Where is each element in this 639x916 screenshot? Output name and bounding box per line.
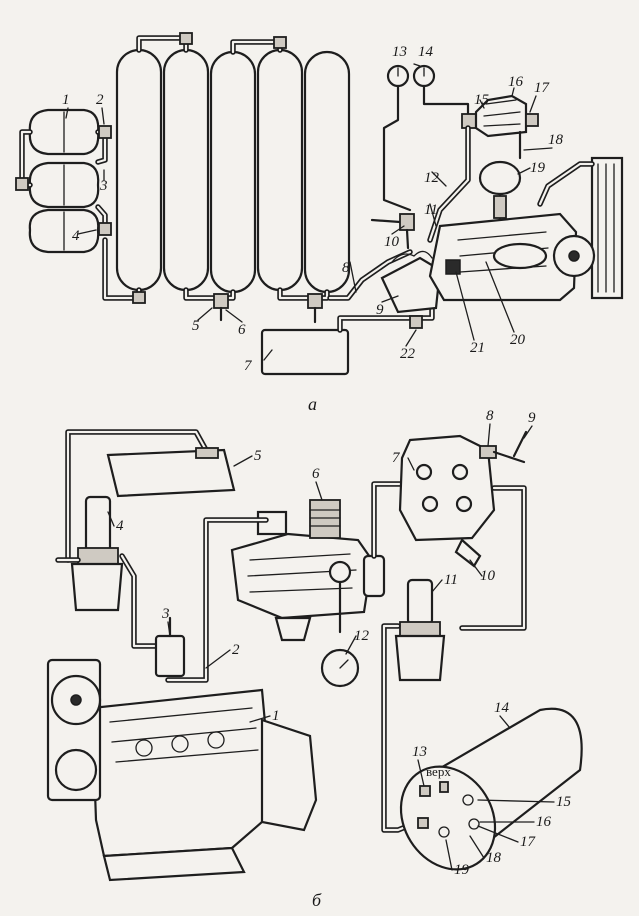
callout-b-15: 15 — [556, 794, 572, 810]
callout-b-1: 1 — [272, 708, 280, 724]
figure-a-lower — [260, 249, 443, 376]
callout-a-9: 9 — [376, 302, 384, 318]
callout-b-14: 14 — [494, 700, 510, 716]
callout-b-7: 7 — [392, 450, 401, 466]
figure-a: 1 2 3 4 5 6 7 8 9 10 11 12 13 14 15 16 1… — [15, 32, 624, 414]
filter-4 — [55, 495, 159, 649]
callout-b-17: 17 — [520, 834, 537, 850]
callout-a-15: 15 — [474, 92, 490, 108]
callout-a-2: 2 — [96, 92, 104, 108]
callout-a-3: 3 — [99, 178, 108, 194]
gauges-a — [382, 64, 470, 212]
callout-b-11: 11 — [444, 572, 458, 588]
leader-lines-b — [107, 423, 555, 871]
caption-b: б — [312, 890, 322, 910]
callout-a-18: 18 — [548, 132, 564, 148]
callout-a-20: 20 — [510, 332, 526, 348]
caption-a: а — [308, 394, 317, 414]
block-7 — [398, 430, 528, 631]
callout-a-22: 22 — [400, 346, 416, 362]
callout-a-17: 17 — [534, 80, 551, 96]
callout-a-4: 4 — [72, 228, 80, 244]
reducer-b — [165, 481, 413, 688]
callout-b-9: 9 — [528, 410, 536, 426]
callout-b-5: 5 — [254, 448, 262, 464]
callout-a-10: 10 — [384, 234, 400, 250]
leader-lines-a — [65, 63, 553, 361]
callout-a-8: 8 — [342, 260, 350, 276]
callout-a-19: 19 — [530, 160, 546, 176]
callout-a-14: 14 — [418, 44, 434, 60]
long-cylinders — [102, 32, 351, 324]
tank-top-label: верх — [426, 764, 451, 779]
callout-b-13: 13 — [412, 744, 427, 760]
callout-b-16: 16 — [536, 814, 552, 830]
engine-b — [46, 658, 318, 882]
callout-a-7: 7 — [244, 358, 253, 374]
callout-a-21: 21 — [470, 340, 485, 356]
tank-14 — [399, 707, 583, 871]
callout-b-6: 6 — [312, 466, 320, 482]
callout-a-1: 1 — [62, 92, 70, 108]
callout-a-12: 12 — [424, 170, 440, 186]
callout-b-19: 19 — [454, 862, 470, 878]
callout-a-13: 13 — [392, 44, 407, 60]
callout-b-18: 18 — [486, 850, 502, 866]
callout-a-6: 6 — [238, 322, 246, 338]
valve-3 — [154, 634, 186, 678]
callout-b-10: 10 — [480, 568, 496, 584]
callout-a-16: 16 — [508, 74, 524, 90]
figure-b: верх 1 2 3 4 5 6 7 8 9 10 11 12 13 14 15… — [46, 408, 583, 910]
callout-b-3: 3 — [161, 606, 170, 622]
callout-b-4: 4 — [116, 518, 124, 534]
callout-b-2: 2 — [232, 642, 240, 658]
small-cylinders — [15, 108, 112, 254]
callout-a-5: 5 — [192, 318, 200, 334]
callout-b-12: 12 — [354, 628, 370, 644]
box-5 — [106, 448, 236, 498]
callout-b-8: 8 — [486, 408, 494, 424]
callout-a-11: 11 — [424, 202, 438, 218]
reducer-a — [370, 94, 624, 302]
